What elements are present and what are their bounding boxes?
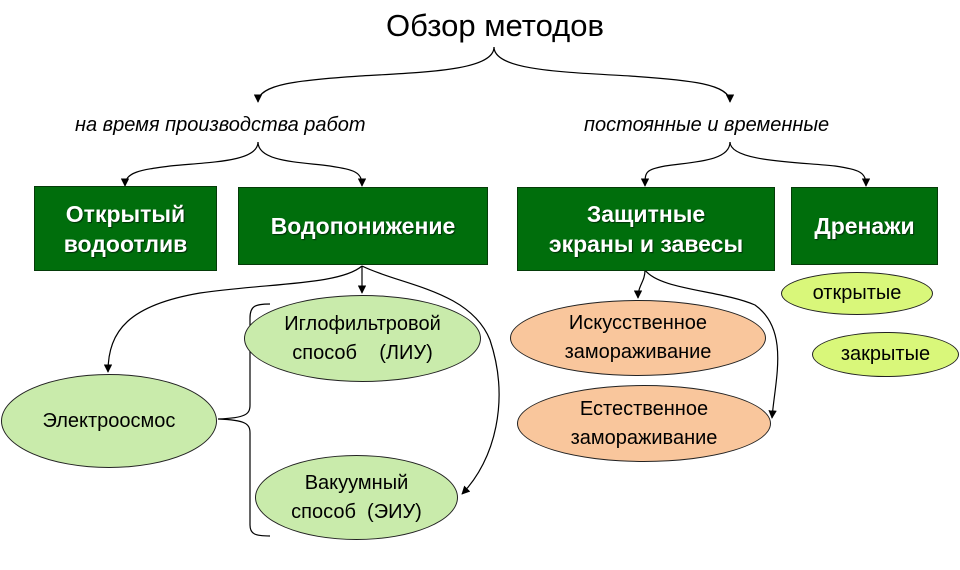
box-open-drainage-line1: Открытый: [65, 200, 186, 227]
screens-arrow-natural: [644, 269, 779, 419]
oval-needle-filter: Иглофильтровой способ (ЛИУ): [244, 295, 481, 382]
dewater-arrow-electro: [103, 265, 363, 373]
oval-natural-freezing-line2: замораживание: [570, 426, 718, 449]
box-open-drainage: Открытый водоотлив: [34, 186, 217, 271]
title-arrow-left: [253, 46, 495, 103]
oval-needle-filter-line2: способ (ЛИУ): [292, 341, 433, 364]
oval-closed-label: закрытые: [840, 343, 931, 365]
oval-closed: закрытые: [812, 332, 959, 377]
oval-artificial-freezing-line1: Искусственное: [568, 312, 708, 334]
box-drains: Дренажи: [791, 187, 938, 265]
box-open-drainage-line2: водоотлив: [63, 230, 188, 257]
oval-electroosmosis: Электроосмос: [1, 374, 217, 468]
oval-natural-freezing: Естественное замораживание: [517, 385, 771, 462]
oval-vacuum: Вакуумный способ (ЭИУ): [255, 455, 458, 540]
oval-natural-freezing-line1: Естественное: [579, 397, 709, 420]
oval-needle-filter-line1: Иглофильтровой: [284, 312, 441, 335]
oval-artificial-freezing: Искусственное замораживание: [510, 300, 766, 376]
left-arrow-dewater: [257, 141, 367, 187]
box-protective-screens: Защитные экраны и завесы: [517, 187, 775, 271]
box-dewatering: Водопонижение: [238, 187, 488, 265]
category-label-temporary: на время производства работ: [75, 114, 366, 136]
oval-vacuum-line2: способ (ЭИУ): [291, 500, 422, 523]
title-arrow-right: [493, 46, 735, 103]
right-arrow-drains: [729, 141, 871, 187]
page-title: Обзор методов: [386, 8, 604, 43]
grouping-brace: [217, 303, 271, 537]
left-arrow-open: [120, 141, 259, 187]
box-protective-screens-line1: Защитные: [586, 201, 706, 227]
right-arrow-screens: [640, 141, 731, 187]
category-label-permanent: постоянные и временные: [584, 114, 830, 136]
box-protective-screens-line2: экраны и завесы: [548, 231, 744, 257]
oval-open-label: открытые: [812, 282, 902, 304]
oval-artificial-freezing-line2: замораживание: [564, 341, 712, 363]
box-dewatering-label: Водопонижение: [270, 213, 456, 239]
oval-electroosmosis-label: Электроосмос: [42, 409, 176, 432]
oval-vacuum-line1: Вакуумный: [304, 471, 409, 494]
screens-arrow-artificial: [633, 269, 646, 299]
oval-open: открытые: [781, 272, 933, 315]
dewater-arrow-vacuum: [361, 265, 500, 495]
box-drains-label: Дренажи: [814, 213, 915, 239]
